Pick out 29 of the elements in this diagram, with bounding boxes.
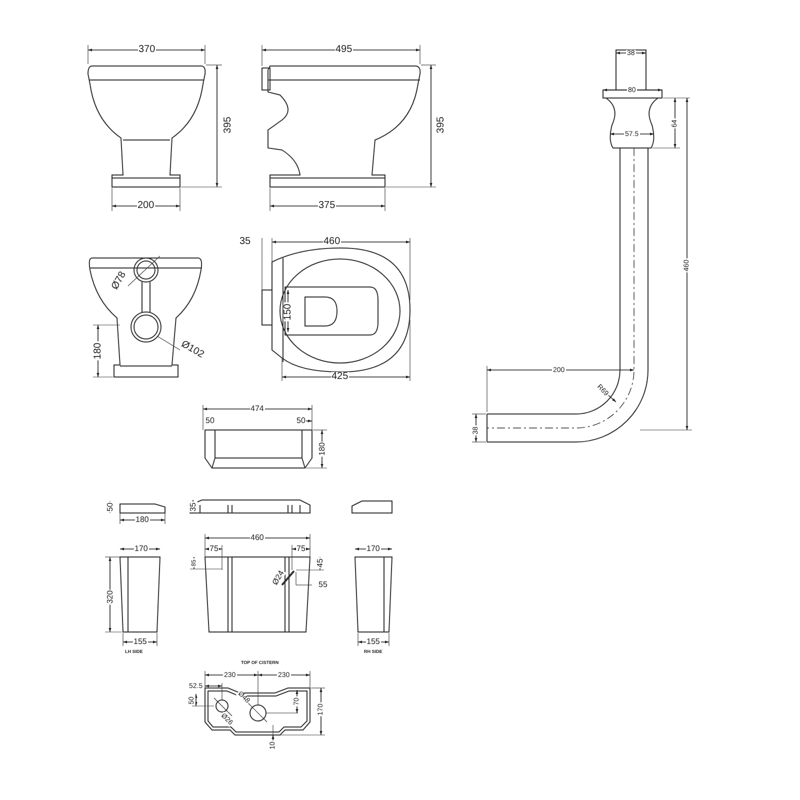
dimension-label: 155 <box>132 638 148 646</box>
dimension-label: 395 <box>222 116 233 134</box>
dimension-label: 425 <box>330 372 350 382</box>
dimension-label: 180 <box>134 516 150 524</box>
dimension-label: 460 <box>250 534 265 542</box>
dimension-label: 495 <box>334 45 354 55</box>
dimension-label: 474 <box>250 405 265 413</box>
dimension-label: 50 <box>204 417 216 425</box>
dimension-label: 155 <box>366 638 381 646</box>
dimension-label: 35 <box>238 237 252 247</box>
dimension-label: 50 <box>106 502 114 512</box>
dimension-label: 50 <box>296 417 306 425</box>
dimension-label: 35 <box>188 502 197 512</box>
dimension-label: Ø102 <box>178 339 206 361</box>
dimension-label: 180 <box>92 342 103 360</box>
dimension-label: 55 <box>318 581 328 589</box>
dimension-label: 75 <box>208 545 220 553</box>
dimension-label: 460 <box>322 237 342 247</box>
dimension-label: 375 <box>318 201 336 211</box>
dimension-label: 320 <box>106 589 114 605</box>
dimension-label: 370 <box>138 45 156 55</box>
dimension-label: 150 <box>282 302 293 322</box>
dimension-label: 170 <box>366 545 381 553</box>
dimension-label: 200 <box>136 201 156 211</box>
dimension-label: 180 <box>318 441 326 457</box>
dimension-label: 395 <box>436 116 446 134</box>
dimension-label: 170 <box>134 545 149 553</box>
dimension-label: 75 <box>296 545 306 553</box>
dimension-label: 45 <box>316 558 324 568</box>
